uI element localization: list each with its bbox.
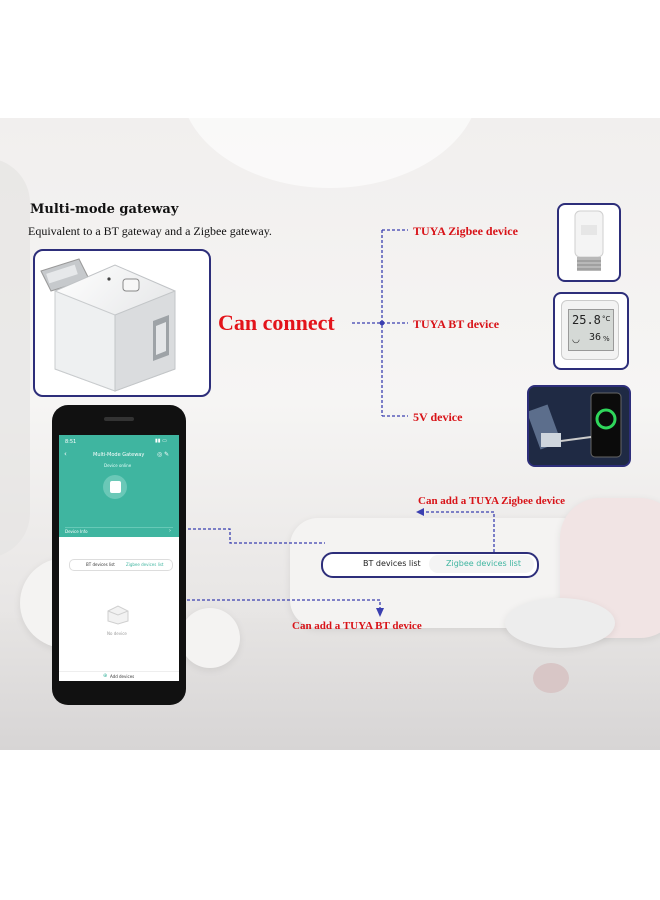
usb-gateway-icon (40, 258, 176, 392)
app-header: 8:51 ▮▮ ▭ ‹ Multi-Mode Gateway ◎ ✎ Devic… (59, 435, 179, 537)
smartphone: 8:51 ▮▮ ▭ ‹ Multi-Mode Gateway ◎ ✎ Devic… (52, 405, 186, 705)
phone-tab-bt[interactable]: BT devices list (86, 562, 115, 567)
radiator-valve-icon (574, 210, 604, 271)
gateway-device-image (33, 249, 211, 397)
thermostat-valve-image (557, 203, 621, 282)
chevron-right-icon: › (169, 528, 171, 534)
can-connect-label: Can connect (218, 310, 335, 335)
back-icon[interactable]: ‹ (64, 450, 67, 458)
plus-circle-icon: ⊕ (103, 673, 108, 679)
tab-zigbee-devices[interactable]: Zigbee devices list (446, 559, 521, 568)
edit-icon[interactable]: ◎ ✎ (157, 451, 170, 458)
bt-annotation: Can add a TUYA BT device (292, 620, 422, 632)
table-base (533, 663, 569, 693)
page-title: Multi-mode gateway (30, 202, 179, 217)
wall-column (0, 158, 30, 558)
status-time: 8:51 (65, 439, 77, 445)
add-devices-bar[interactable]: ⊕ Add devices (59, 671, 179, 681)
thermometer-image: 25.8 °C ◡ 36 % (553, 292, 629, 370)
device-mini-icon (110, 481, 121, 493)
usb-charging-image (527, 385, 631, 467)
humidity-value: 36 (589, 332, 602, 343)
zigbee-device-label: TUYA Zigbee device (413, 224, 518, 238)
charging-phone-icon (529, 387, 629, 465)
stool (180, 608, 240, 668)
phone-tab-zigbee[interactable]: Zigbee devices list (126, 562, 164, 567)
coffee-table (505, 598, 615, 648)
empty-box-icon (107, 605, 129, 625)
device-avatar (103, 475, 127, 499)
thermometer-screen: 25.8 °C ◡ 36 % (568, 309, 614, 351)
tab-zigbee-highlight (429, 555, 534, 573)
device-status: Device online (104, 463, 132, 468)
humidity-unit: % (603, 335, 610, 343)
phone-tab-bar: BT devices list Zigbee devices list (69, 559, 173, 571)
phone-screen: 8:51 ▮▮ ▭ ‹ Multi-Mode Gateway ◎ ✎ Devic… (59, 435, 179, 681)
app-title: Multi-Mode Gateway (93, 452, 145, 458)
tab-bt-devices[interactable]: BT devices list (363, 559, 421, 568)
face-icon: ◡ (572, 335, 580, 345)
device-info-label: Device Info (65, 529, 88, 534)
thermometer-body: 25.8 °C ◡ 36 % (561, 300, 619, 360)
temp-value: 25.8 (572, 313, 601, 327)
temp-unit: °C (602, 315, 611, 323)
5v-device-label: 5V device (413, 410, 463, 424)
page-subtitle: Equivalent to a BT gateway and a Zigbee … (28, 224, 272, 238)
zigbee-annotation: Can add a TUYA Zigbee device (418, 495, 565, 507)
signal-icon: ▮▮ ▭ (155, 438, 167, 444)
empty-label: No device (107, 631, 127, 636)
phone-speaker (104, 417, 134, 421)
device-info-row[interactable]: Device Info › (65, 527, 173, 536)
devices-tab-bar: BT devices list Zigbee devices list (321, 552, 539, 578)
add-devices-label: Add devices (110, 674, 135, 679)
bt-device-label: TUYA BT device (413, 317, 500, 331)
